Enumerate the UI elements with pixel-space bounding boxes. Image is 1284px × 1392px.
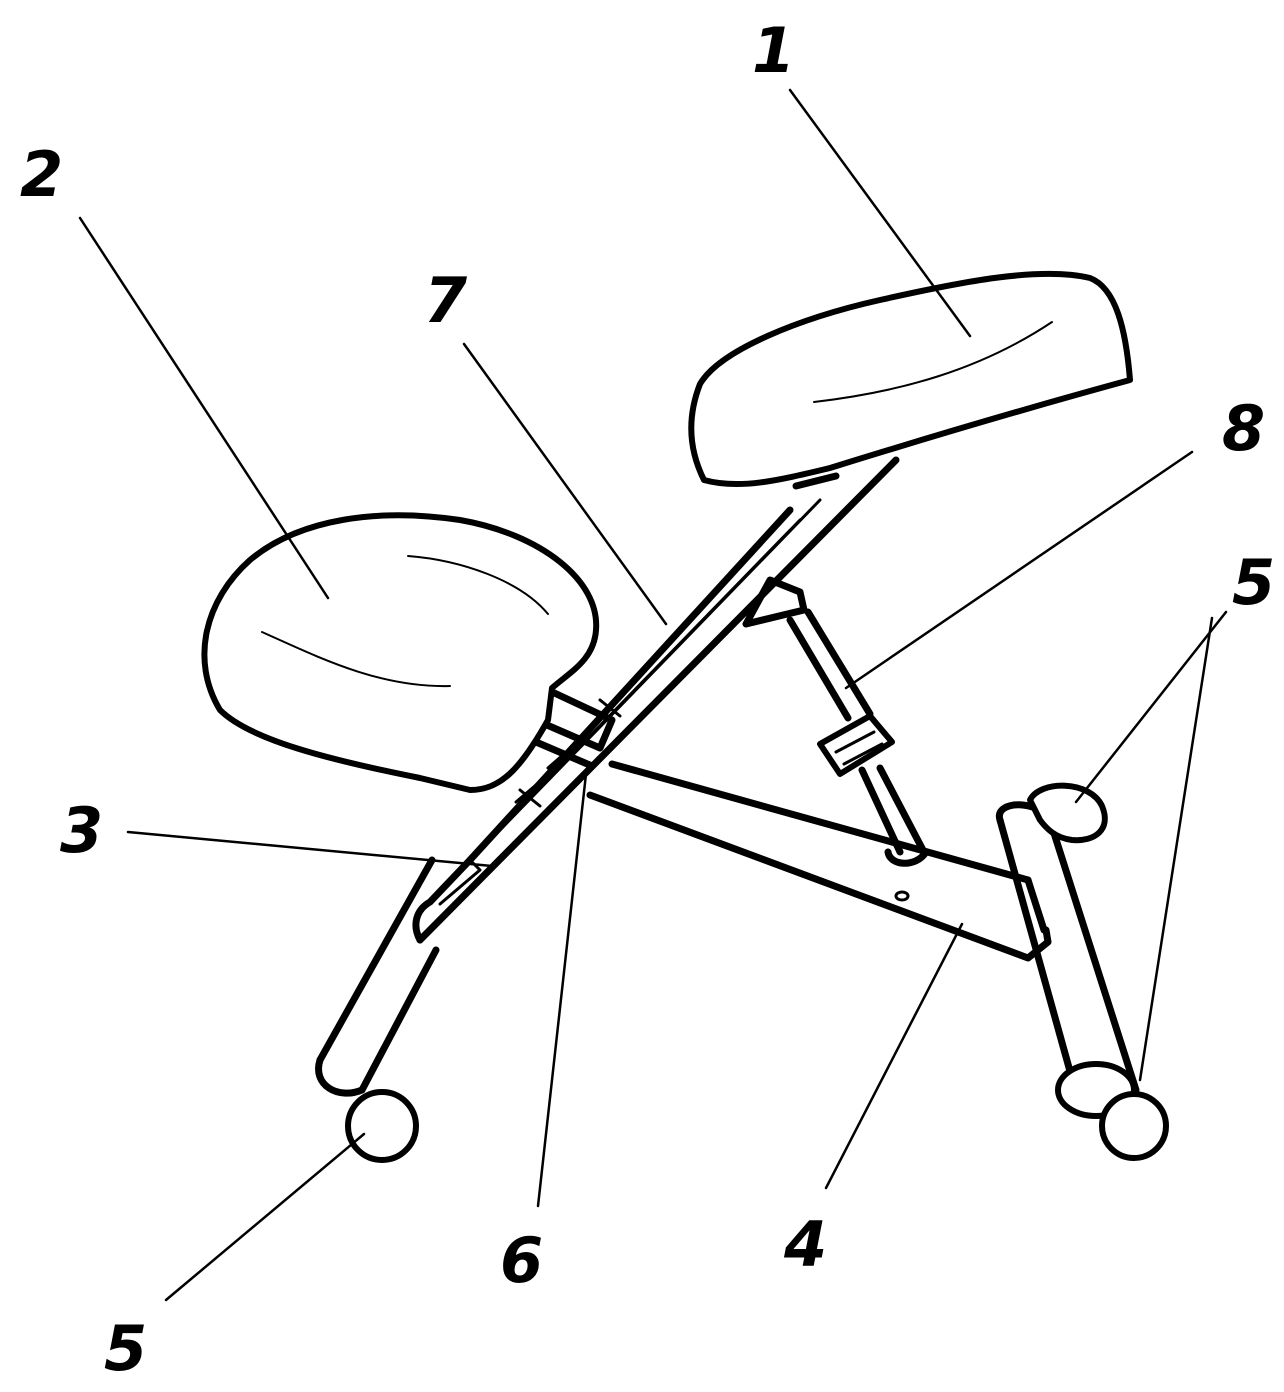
- front-runner: [315, 856, 440, 1097]
- seat-pad: [688, 270, 1133, 488]
- leader-5-left: [164, 1132, 366, 1302]
- label-2: 2: [20, 138, 63, 211]
- leader-5-right-a: [1074, 610, 1228, 804]
- leader-7: [462, 342, 668, 626]
- label-1: 1: [752, 14, 795, 87]
- leader-lines: [78, 88, 1228, 1302]
- knee-pad: [201, 512, 600, 793]
- label-4: 4: [783, 1208, 827, 1281]
- label-7: 7: [424, 264, 468, 337]
- leader-2: [78, 216, 330, 600]
- label-8: 8: [1222, 392, 1265, 465]
- caster-rear-bottom: [1055, 1061, 1169, 1161]
- rear-base-tube: [586, 760, 1052, 962]
- leader-1: [788, 88, 972, 338]
- gas-spring-strut: [742, 576, 930, 867]
- label-3: 3: [60, 794, 103, 867]
- leader-5-right-b: [1138, 616, 1214, 1082]
- leader-6: [536, 772, 588, 1208]
- caster-rear-top: [1027, 782, 1108, 844]
- caster-front: [345, 1089, 419, 1163]
- reference-numerals: 1 2 7 8 5 3 6 4 5: [20, 14, 1275, 1385]
- leader-8: [844, 450, 1194, 690]
- label-5-left: 5: [104, 1312, 147, 1385]
- label-5-right: 5: [1232, 546, 1275, 619]
- leader-4: [824, 922, 964, 1190]
- seat-support: [792, 472, 840, 490]
- label-6: 6: [500, 1224, 543, 1297]
- leader-3: [126, 830, 494, 868]
